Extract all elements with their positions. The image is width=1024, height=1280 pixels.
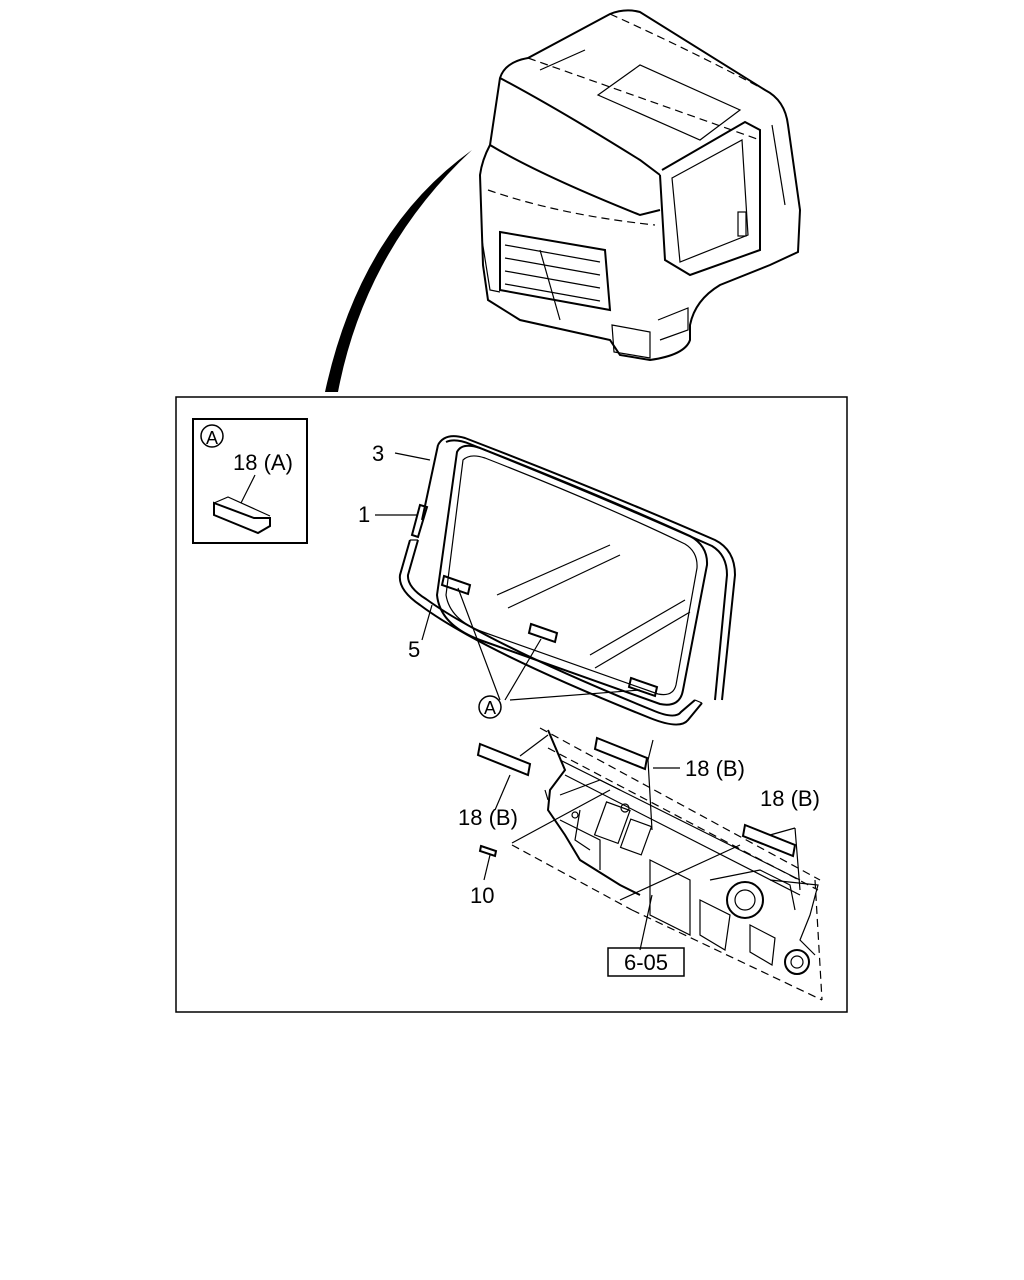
windshield-assembly bbox=[398, 435, 737, 726]
marker-a-label: A bbox=[484, 698, 496, 718]
pad-18b-right bbox=[741, 823, 797, 858]
reference-box bbox=[607, 947, 685, 977]
label-18a: 18 (A) bbox=[233, 450, 293, 475]
label-18b-far: 18 (B) bbox=[760, 786, 820, 811]
label-18b-right: 18 (B) bbox=[685, 756, 745, 781]
pad-18b-left bbox=[476, 742, 532, 777]
detail-marker-label: A bbox=[206, 428, 218, 448]
truck-cab-illustration bbox=[478, 9, 802, 362]
label-part-10: 10 bbox=[470, 883, 494, 908]
detail-box-a: A 18 (A) bbox=[192, 418, 308, 544]
main-frame bbox=[175, 396, 848, 1013]
part-10-piece bbox=[478, 844, 498, 858]
label-18b-left: 18 (B) bbox=[458, 805, 518, 830]
label-part-3: 3 bbox=[372, 441, 384, 466]
label-part-5: 5 bbox=[408, 637, 420, 662]
cowl-panel bbox=[511, 727, 823, 1001]
reference-box-label: 6-05 bbox=[624, 950, 668, 975]
label-part-1: 1 bbox=[358, 502, 370, 527]
pad-18b-center bbox=[593, 736, 649, 771]
connector-swoosh bbox=[325, 150, 472, 392]
